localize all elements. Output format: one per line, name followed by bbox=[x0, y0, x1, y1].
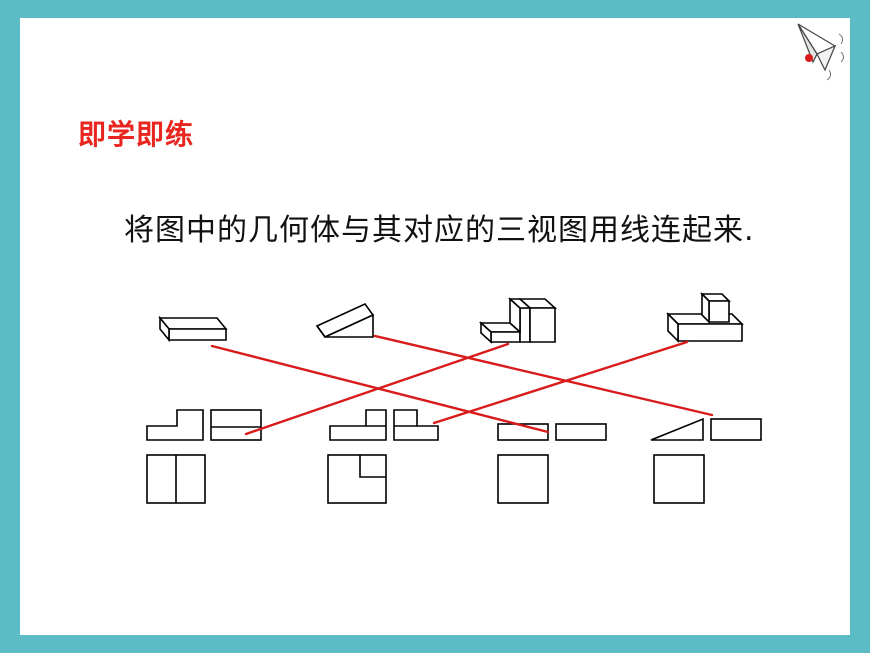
views-set-4 bbox=[650, 417, 762, 504]
views-set-2 bbox=[327, 409, 439, 504]
connection-lines bbox=[210, 334, 714, 436]
solid-cube-on-slab bbox=[666, 292, 744, 343]
section-heading: 即学即练 bbox=[78, 118, 195, 151]
connector-cubeslab-to-set2 bbox=[432, 340, 689, 425]
slide-canvas: 即学即练 将图中的几何体与其对应的三视图用线连起来. bbox=[20, 18, 850, 635]
solid-wedge bbox=[315, 302, 375, 339]
paper-plane-icon bbox=[797, 23, 844, 81]
solid-flat-box bbox=[158, 315, 228, 343]
matching-figure bbox=[146, 292, 762, 504]
views-set-3 bbox=[497, 423, 607, 504]
connector-step-to-set1 bbox=[244, 342, 510, 436]
solid-step-block bbox=[478, 297, 558, 344]
instruction-text: 将图中的几何体与其对应的三视图用线连起来. bbox=[124, 213, 755, 248]
connector-wedge-to-set4 bbox=[373, 334, 714, 417]
views-set-1 bbox=[146, 409, 262, 504]
